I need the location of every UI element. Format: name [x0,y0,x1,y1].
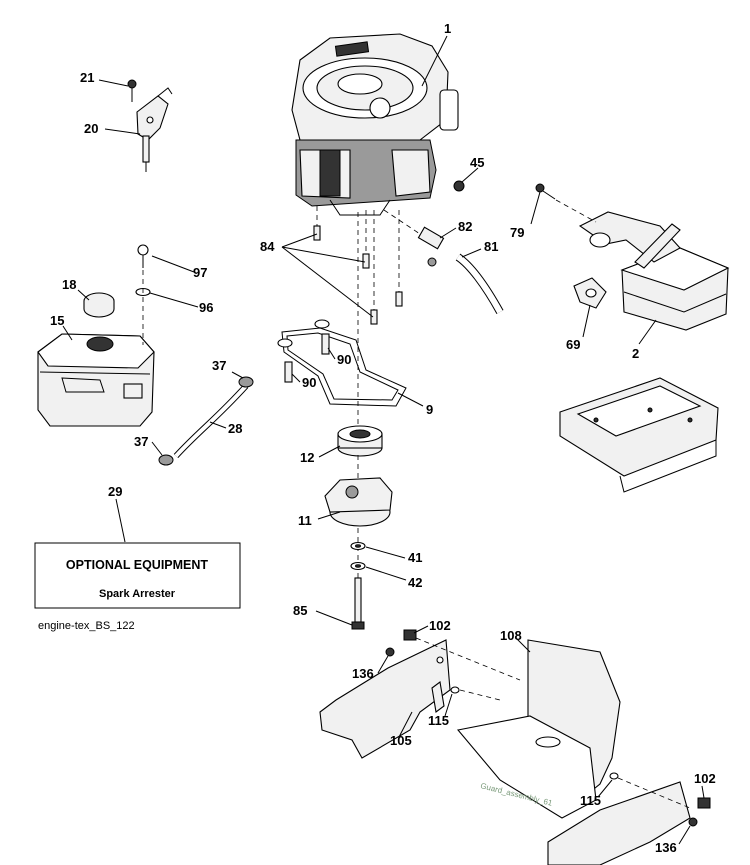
callout-115-lower: 115 [580,793,601,808]
heat-shield-9 [277,319,407,407]
callout-45: 45 [470,155,484,170]
bolt-85 [351,577,365,630]
callout-41: 41 [408,550,422,565]
callout-18: 18 [62,277,76,292]
optional-equipment-box: OPTIONAL EQUIPMENT Spark Arrester [34,542,241,609]
callout-15: 15 [50,313,64,328]
callout-11: 11 [298,513,312,528]
callout-37-lower: 37 [134,434,148,449]
bolt-102-lower [697,797,711,809]
engine-guard-105 [319,639,451,759]
callout-85: 85 [293,603,307,618]
hose-clamp-37-lower [158,454,174,466]
callout-84: 84 [260,239,275,254]
callout-79: 79 [510,225,524,240]
callout-90-b: 90 [302,375,316,390]
callout-2: 2 [632,346,639,361]
screw-136-upper [385,647,395,657]
callout-136-lower: 136 [655,840,677,855]
fuel-line-28 [173,383,249,459]
optional-equipment-title: OPTIONAL EQUIPMENT [66,558,209,572]
callout-28: 28 [228,421,242,436]
callout-102-upper: 102 [429,618,451,633]
electric-clutch-11 [324,477,393,527]
callout-96: 96 [199,300,213,315]
callout-108: 108 [500,628,522,643]
drawing-code: engine-tex_BS_122 [38,620,135,632]
washer-41 [350,541,366,551]
guard-108 [456,639,621,819]
callout-21: 21 [80,70,94,85]
callout-9: 9 [426,402,433,417]
callout-42: 42 [408,575,422,590]
callout-69: 69 [566,337,580,352]
screw-90-a [321,333,330,355]
callout-81: 81 [484,239,498,254]
guard-side-plate-lower [547,781,691,865]
nut-45 [453,180,465,192]
callout-136-upper: 136 [352,666,374,681]
callout-115-upper: 115 [428,713,449,728]
muffler-2 [578,211,730,331]
callout-labels: 1 2 9 11 12 15 18 20 21 28 29 37 37 41 4… [50,21,716,855]
pulley-12 [337,425,383,457]
bolt-97 [137,244,149,268]
screw-136-lower [688,817,698,827]
callout-29: 29 [108,484,122,499]
callout-105: 105 [390,733,412,748]
callout-82: 82 [458,219,472,234]
hose-clamp-37-upper [238,376,254,388]
washer-42 [350,561,366,571]
callout-90-a: 90 [337,352,351,367]
bracket-115-lower [609,772,619,780]
fuel-tank-15 [37,333,155,427]
screw-21 [127,79,137,102]
screw-90-b [284,361,293,383]
callout-1: 1 [444,21,451,36]
engine-assembly [291,33,459,216]
optional-equipment-subtitle: Spark Arrester [99,588,176,600]
callout-102-lower: 102 [694,771,716,786]
fuel-cap-18 [83,292,115,318]
bolt-102-upper [403,629,417,641]
callout-97: 97 [193,265,207,280]
engine-mount-plate [559,377,719,493]
bracket-115-upper [431,681,460,713]
callout-37-upper: 37 [212,358,226,373]
throttle-bracket-20 [136,87,173,172]
hose-81 [455,253,504,314]
gasket-69 [573,277,607,309]
fitting-82 [417,226,445,267]
leader-lines [62,35,705,845]
callout-12: 12 [300,450,314,465]
callout-20: 20 [84,121,98,136]
